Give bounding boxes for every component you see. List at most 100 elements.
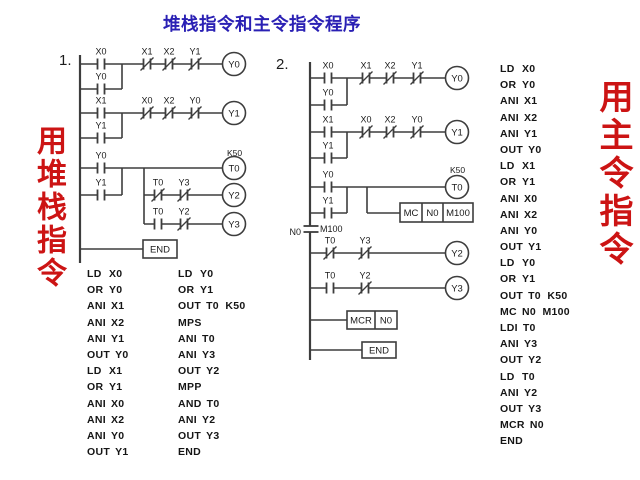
instruction-op: OR — [500, 273, 517, 286]
instruction-op: OUT — [87, 446, 111, 459]
svg-text:Y2: Y2 — [451, 249, 463, 260]
svg-text:Y2: Y2 — [178, 207, 189, 217]
instruction-op: MCR — [500, 419, 525, 432]
instruction-arg: Y0 — [528, 143, 542, 156]
svg-text:Y2: Y2 — [359, 271, 370, 281]
svg-text:Y1: Y1 — [322, 196, 333, 206]
svg-text:Y2: Y2 — [228, 191, 240, 202]
instruction-arg: X2 — [523, 111, 538, 124]
svg-text:Y1: Y1 — [411, 61, 422, 71]
instruction-op: ANI — [178, 413, 197, 426]
instruction-op: END — [500, 435, 524, 448]
instruction-op: ANI — [178, 332, 197, 345]
instruction-arg: X2 — [110, 413, 125, 426]
instruction-op: ANI — [87, 397, 106, 410]
svg-text:T0: T0 — [451, 183, 462, 194]
svg-text:X1: X1 — [95, 96, 106, 106]
svg-text:Y3: Y3 — [228, 220, 240, 231]
instruction-op: ANI — [500, 192, 519, 205]
svg-text:MCR: MCR — [350, 316, 372, 327]
instruction-arg: X2 — [110, 316, 125, 329]
instruction-op: ANI — [500, 111, 519, 124]
svg-text:X2: X2 — [163, 47, 174, 57]
instruction-row: OUT Y2 — [178, 365, 246, 381]
instruction-row: MPS — [178, 317, 246, 333]
instruction-op: OUT — [178, 300, 202, 313]
svg-text:Y3: Y3 — [178, 178, 189, 188]
instruction-op: OUT — [178, 365, 202, 378]
instruction-op: LD — [178, 268, 193, 280]
instruction-row: OUT T0 K50 — [178, 300, 246, 316]
svg-text:X1: X1 — [322, 115, 333, 125]
instruction-op: AND — [178, 397, 202, 410]
instruction-arg: N0 — [529, 419, 544, 432]
svg-text:T0: T0 — [325, 271, 336, 281]
instruction-op: LDI — [500, 322, 518, 334]
instruction-arg: X1 — [523, 95, 538, 108]
svg-text:Y0: Y0 — [95, 151, 106, 161]
instruction-arg: X1 — [522, 160, 536, 173]
instruction-op: ANI — [500, 127, 519, 140]
instruction-arg: Y2 — [206, 365, 220, 378]
instruction-op: ANI — [87, 300, 106, 313]
instruction-op: OUT — [178, 429, 202, 442]
svg-text:X0: X0 — [95, 47, 106, 57]
svg-text:X1: X1 — [360, 61, 371, 71]
instruction-op: ANI — [500, 224, 519, 237]
svg-text:N0: N0 — [380, 316, 392, 327]
instruction-arg: Y2 — [523, 386, 538, 399]
instruction-op: OUT — [500, 402, 524, 415]
instruction-op: OUT — [87, 348, 111, 361]
diagram1-number: 1. — [59, 52, 72, 69]
svg-text:M100: M100 — [320, 224, 343, 234]
instruction-op: LD — [500, 257, 515, 270]
svg-text:Y1: Y1 — [189, 47, 200, 57]
instruction-op: LD — [500, 370, 515, 383]
instruction-op: OR — [178, 284, 195, 297]
instruction-arg: Y3 — [206, 429, 220, 442]
instruction-arg: Y0 — [522, 79, 536, 92]
instruction-op: LD — [87, 365, 102, 378]
svg-text:Y3: Y3 — [359, 236, 370, 246]
instruction-arg: N0 M100 — [522, 305, 570, 318]
instruction-arg: T0 K50 — [206, 300, 246, 313]
instruction-op: OUT — [500, 241, 524, 254]
svg-text:END: END — [369, 346, 389, 357]
instruction-arg: Y0 — [109, 284, 123, 297]
instruction-arg: X0 — [522, 63, 536, 75]
svg-text:X2: X2 — [384, 61, 395, 71]
instruction-op: OR — [500, 79, 517, 92]
svg-text:X0: X0 — [360, 115, 371, 125]
instruction-arg: Y1 — [528, 241, 542, 254]
instruction-op: LD — [87, 268, 102, 280]
instruction-arg: Y3 — [523, 338, 538, 351]
svg-text:Y1: Y1 — [322, 141, 333, 151]
instruction-row: ANI X2 — [500, 112, 570, 128]
page-title: 堆栈指令和主令指令程序 — [163, 14, 361, 34]
instruction-arg: X0 — [109, 268, 123, 280]
instruction-row: OUT Y1 — [500, 241, 570, 257]
svg-text:MC: MC — [404, 208, 419, 219]
svg-text:Y0: Y0 — [95, 72, 106, 82]
instruction-arg: Y2 — [528, 354, 542, 367]
instruction-op: OUT — [500, 354, 524, 367]
svg-text:END: END — [150, 245, 170, 256]
svg-text:Y1: Y1 — [228, 109, 240, 120]
instruction-op: OR — [87, 381, 104, 394]
stack-instructions-label: 用堆栈指令 — [32, 125, 65, 290]
